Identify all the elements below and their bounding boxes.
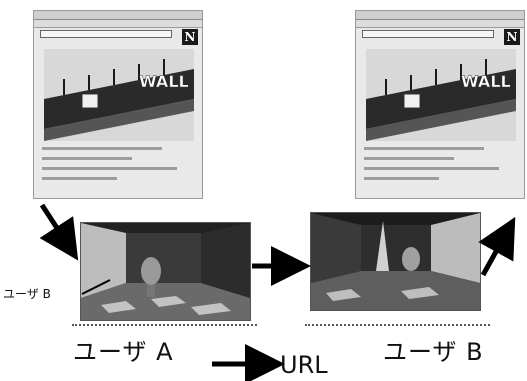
caption-user-b: ユーザ B bbox=[383, 338, 484, 366]
browser-menubar bbox=[356, 20, 524, 28]
browser-logo-icon: N bbox=[182, 29, 198, 45]
page-text-block bbox=[42, 147, 192, 187]
dotted-divider-right bbox=[305, 324, 490, 329]
url-label: URL bbox=[280, 351, 328, 379]
vrml-wall-scene: WALL bbox=[366, 49, 516, 141]
wall-text: WALL bbox=[139, 72, 189, 91]
browser-menubar bbox=[34, 20, 202, 28]
avatar-user-a bbox=[402, 247, 420, 271]
vrml-wall-scene: WALL bbox=[44, 49, 194, 141]
browser-titlebar bbox=[356, 11, 524, 20]
user-b-3d-view bbox=[310, 212, 481, 311]
dotted-divider-left bbox=[72, 324, 257, 329]
user-a-3d-view bbox=[80, 222, 251, 321]
browser-url-bar bbox=[40, 30, 172, 38]
wall-text: WALL bbox=[461, 72, 511, 91]
browser-window-b: N WALL bbox=[355, 10, 525, 199]
caption-user-a: ユーザ A bbox=[73, 338, 174, 366]
arrow-view-b-to-browser-b bbox=[478, 216, 516, 277]
avatar-user-b bbox=[141, 257, 161, 285]
browser-logo-icon: N bbox=[504, 29, 520, 45]
arrow-inner-label bbox=[81, 279, 111, 295]
browser-titlebar bbox=[34, 11, 202, 20]
page-text-block bbox=[364, 147, 514, 187]
inner-user-b-label: ユーザ B bbox=[3, 287, 51, 301]
arrow-browser-a-to-view-a bbox=[39, 203, 79, 261]
browser-window-a: N WALL bbox=[33, 10, 203, 199]
browser-url-bar bbox=[362, 30, 494, 38]
